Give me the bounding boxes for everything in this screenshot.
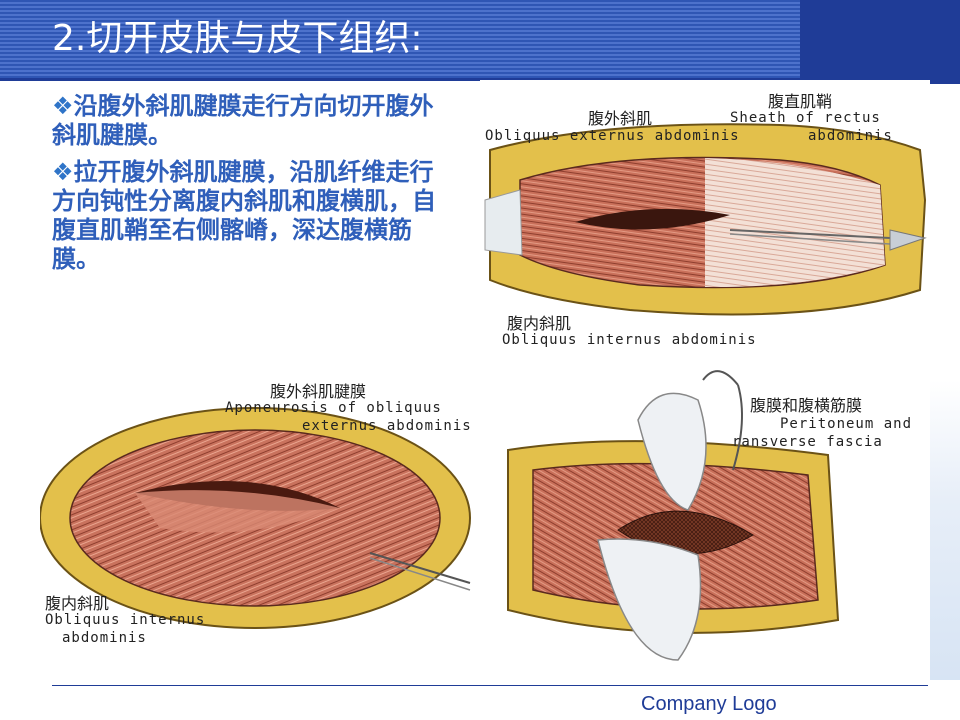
diamond-bullet-icon: ❖ [52, 158, 74, 186]
footer-divider [52, 685, 928, 686]
company-logo: Company Logo [641, 693, 777, 715]
title-banner [0, 0, 800, 78]
slide-title: 2.切开皮肤与皮下组织: [52, 18, 423, 59]
incision-drawing-1 [484, 123, 927, 316]
label-en: Obliquus externus abdominis [485, 128, 740, 144]
label-en: Obliquus internus abdominis [502, 332, 757, 348]
label-cn: 腹外斜肌腱膜 [270, 382, 367, 401]
label-en: Sheath of rectus [730, 110, 881, 126]
title-corner-block [800, 0, 960, 84]
bullet-text: 拉开腹外斜肌腱膜，沿肌纤维走行方向钝性分离腹内斜肌和腹横肌，自腹直肌鞘至右侧髂嵴… [52, 158, 436, 273]
bullet-list: ❖沿腹外斜肌腱膜走行方向切开腹外斜肌腱膜。 ❖拉开腹外斜肌腱膜，沿肌纤维走行方向… [52, 92, 452, 282]
label-en: abdominis [808, 128, 893, 144]
label-en: Peritoneum and [780, 416, 913, 432]
incision-drawing-3 [507, 370, 840, 661]
label-cn: 腹直肌鞘 [768, 92, 833, 111]
label-cn: 腹内斜肌 [507, 314, 572, 333]
label-cn: 腹膜和腹横筋膜 [750, 396, 863, 415]
illustration-aponeurosis: 腹外斜肌腱膜 Aponeurosis of obliquus externus … [40, 368, 480, 650]
bullet-text: 沿腹外斜肌腱膜走行方向切开腹外斜肌腱膜。 [52, 92, 434, 149]
side-decoration [930, 380, 960, 680]
label-en: Aponeurosis of obliquus [225, 400, 442, 416]
title-underline [0, 78, 800, 81]
label-en: Obliquus internus [45, 612, 206, 628]
incision-drawing-2 [40, 407, 471, 629]
illustration-external-oblique: 腹外斜肌 Obliquus externus abdominis 腹直肌鞘 Sh… [480, 80, 930, 355]
label-cn: 腹外斜肌 [588, 109, 653, 128]
label-en: abdominis [62, 630, 147, 646]
diamond-bullet-icon: ❖ [52, 92, 74, 120]
bullet-item: ❖拉开腹外斜肌腱膜，沿肌纤维走行方向钝性分离腹内斜肌和腹横肌，自腹直肌鞘至右侧髂… [52, 158, 452, 274]
label-cn: 腹内斜肌 [45, 594, 110, 613]
illustration-peritoneum: 腹膜和腹横筋膜 Peritoneum and ransverse fascia [488, 360, 928, 680]
bullet-item: ❖沿腹外斜肌腱膜走行方向切开腹外斜肌腱膜。 [52, 92, 452, 150]
label-en: ransverse fascia [732, 434, 883, 450]
label-en: externus abdominis [302, 418, 472, 434]
